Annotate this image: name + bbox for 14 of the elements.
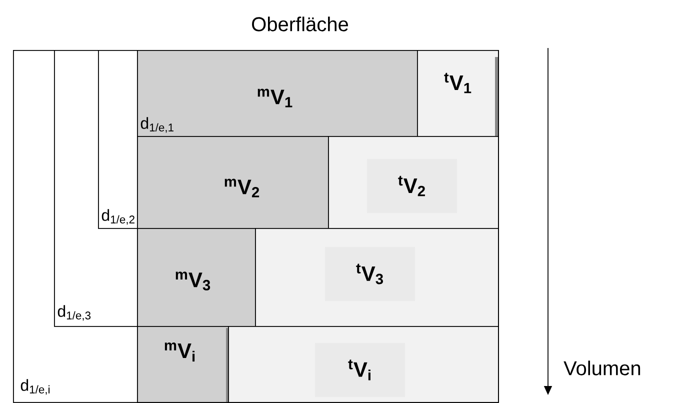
volume-label: $^{t}$V$_{2}$ xyxy=(398,176,425,196)
volume-label: $^{m}$V$_{i}$ xyxy=(164,342,195,362)
volume-label: $^{t}$V$_{i}$ xyxy=(348,360,370,380)
volume-label: $^{m}$V$_{2}$ xyxy=(224,178,260,198)
volume-label: $^{t}$V$_{1}$ xyxy=(444,72,472,94)
axis-label: Volumen xyxy=(564,360,640,376)
volume-label: $^{m}$V$_{1}$ xyxy=(258,88,292,108)
volume-label: $^{m}$V$_{3}$ xyxy=(176,272,210,290)
subscript-label: d$_{1/e,3}$ xyxy=(58,305,91,321)
volume-label: $^{t}$V$_{3}$ xyxy=(356,264,383,284)
title: Oberfläche xyxy=(252,16,348,32)
subscript-label: d$_{1/e,1}$ xyxy=(140,117,174,133)
subscript-label: d$_{1/e,i}$ xyxy=(20,379,50,395)
subscript-label: d$_{1/e,2}$ xyxy=(102,209,134,225)
